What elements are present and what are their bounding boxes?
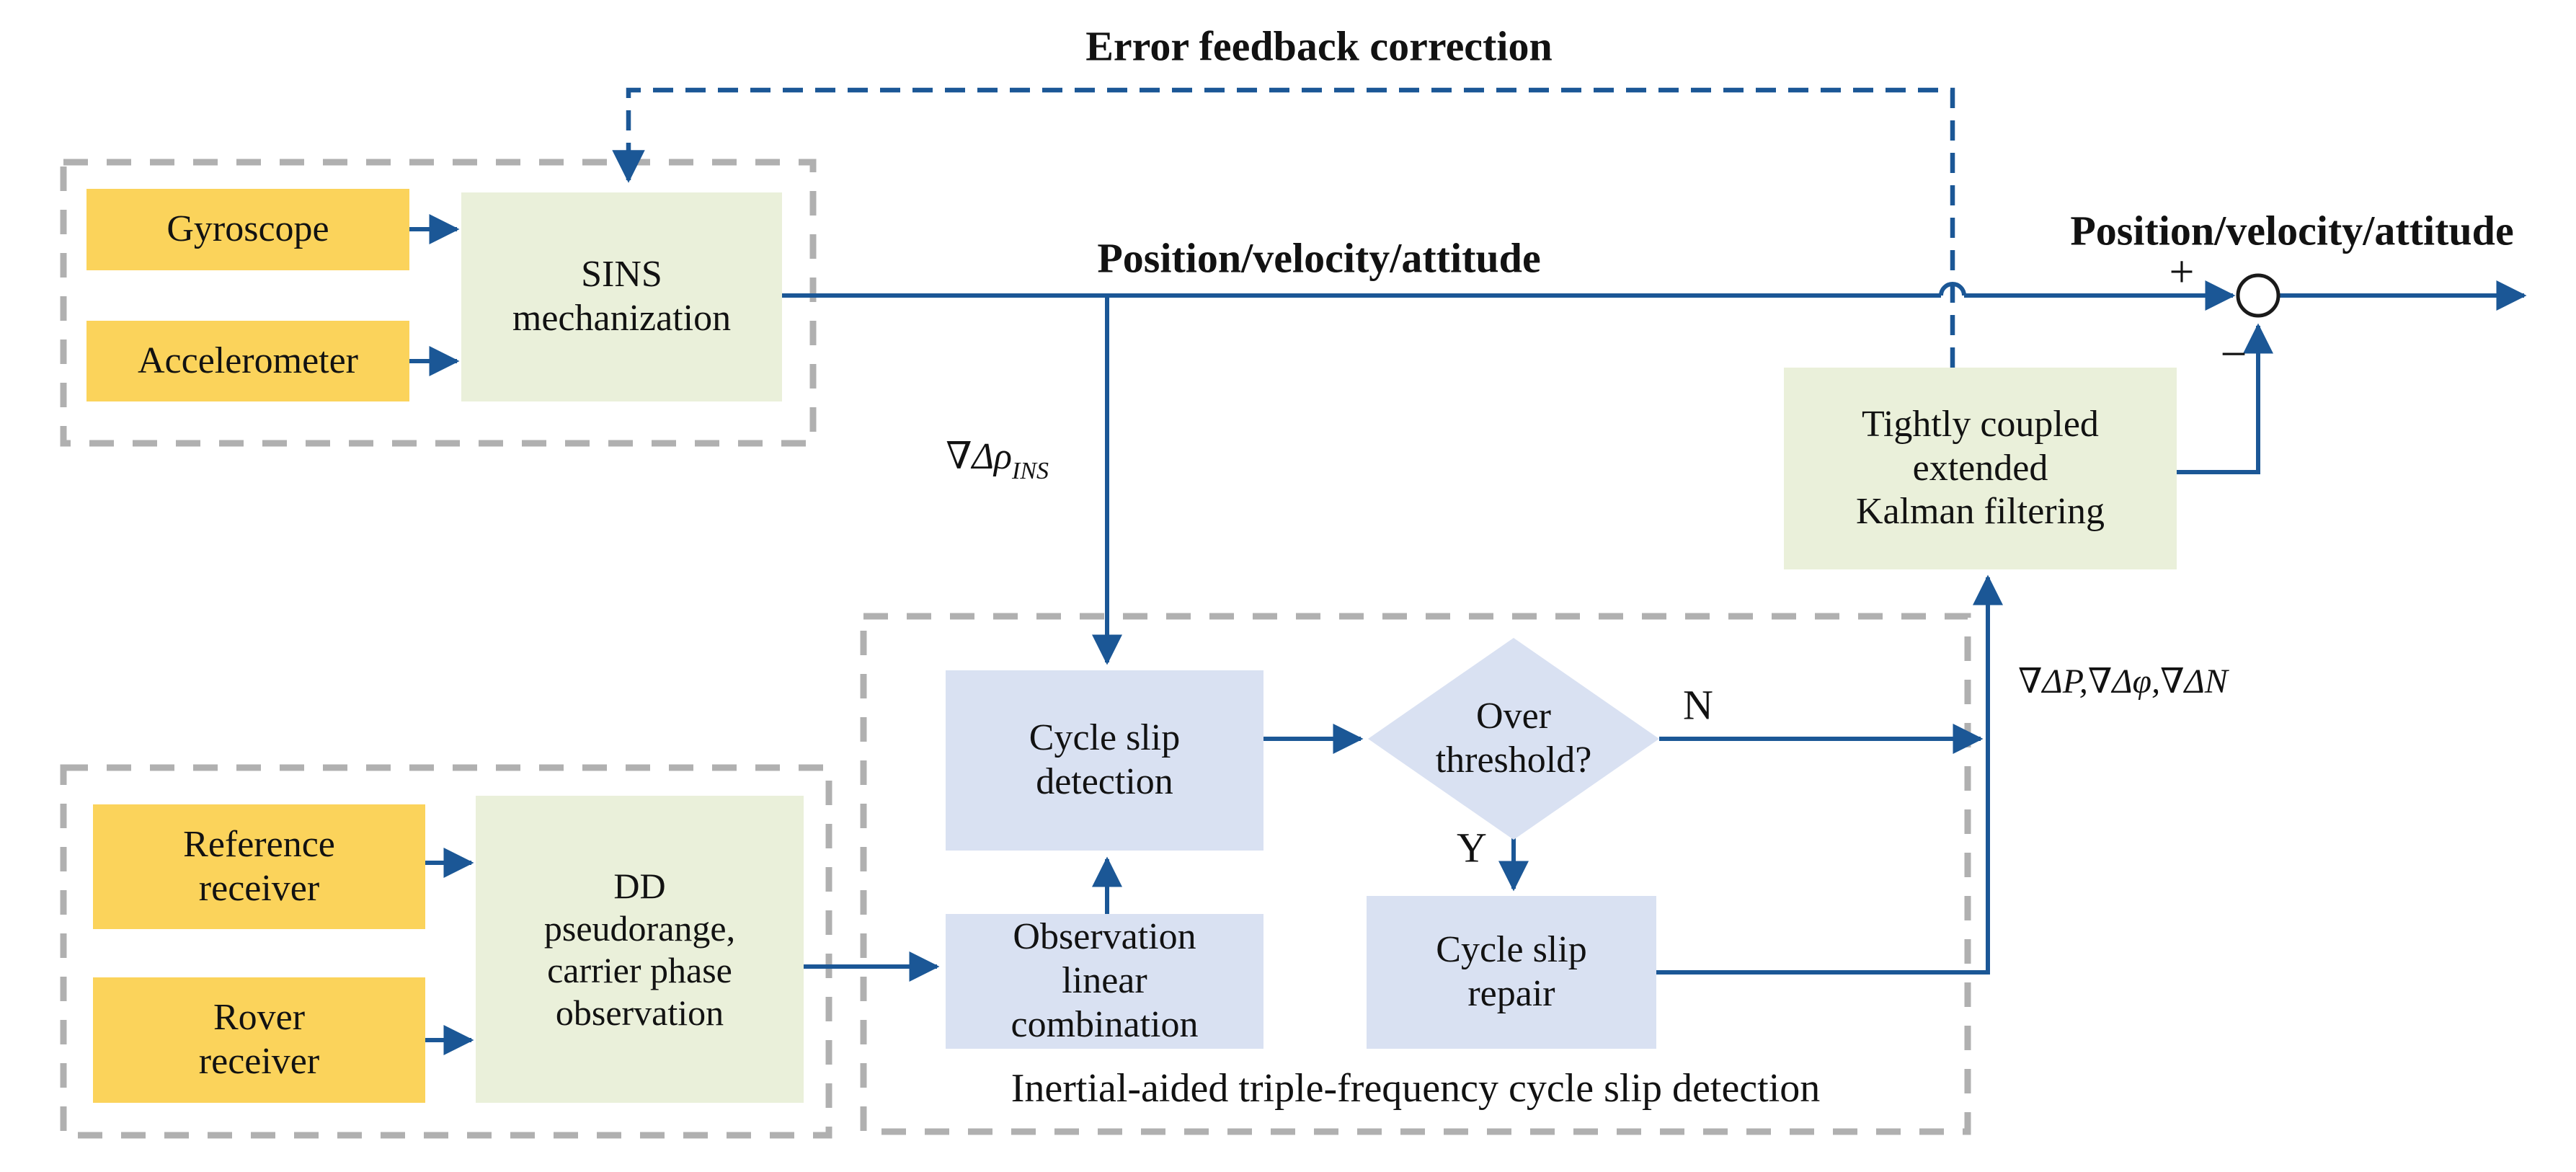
cycle-slip-detection-box: Cycle slip detection <box>946 670 1263 851</box>
sins-mechanization-box: SINS mechanization <box>461 192 782 401</box>
error-feedback-path <box>612 87 1955 368</box>
dd-observation-box: DD pseudorange, carrier phase observatio… <box>476 796 804 1103</box>
error-feedback-label: Error feedback correction <box>1085 22 1553 70</box>
reference-receiver-box: Reference receiver <box>93 804 425 929</box>
plus-sign: + <box>2169 247 2195 297</box>
observation-linear-combination-box: Observation linear combination <box>946 914 1263 1049</box>
branch-no-label: N <box>1683 681 1713 729</box>
gnss-group-frame <box>60 764 832 1139</box>
gyroscope-box: Gyroscope <box>86 189 409 270</box>
repair-to-kalman-path <box>1656 574 2003 975</box>
kalman-to-junction-path <box>2177 323 2273 474</box>
minus-sign: − <box>2220 328 2247 381</box>
ins-range-subscript: INS <box>1012 458 1049 484</box>
accelerometer-box: Accelerometer <box>86 321 409 401</box>
dd-measurements-label: ∇ΔP,∇Δφ,∇ΔN <box>2018 662 2228 701</box>
rover-receiver-box: Rover receiver <box>93 977 425 1103</box>
cycle-slip-repair-box: Cycle slip repair <box>1367 896 1656 1049</box>
ins-range-label: ∇ΔρINS <box>946 435 1049 485</box>
pva-line-hop <box>1939 282 1966 296</box>
branch-yes-label: Y <box>1457 824 1487 871</box>
summing-junction <box>2236 273 2280 318</box>
pva-right-label: Position/velocity/attitude <box>2070 207 2514 254</box>
cycle-slip-group-caption: Inertial-aided triple-frequency cycle sl… <box>1011 1066 1821 1111</box>
threshold-diamond <box>1368 638 1659 840</box>
pva-left-label: Position/velocity/attitude <box>1097 234 1541 282</box>
ins-range-symbol: ∇Δρ <box>946 436 1012 477</box>
threshold-diamond-label: Over threshold? <box>1435 696 1592 781</box>
imu-group-frame <box>60 159 817 447</box>
kalman-filtering-box: Tightly coupled extended Kalman filterin… <box>1784 368 2177 569</box>
cycle-slip-group-frame <box>860 613 1971 1135</box>
